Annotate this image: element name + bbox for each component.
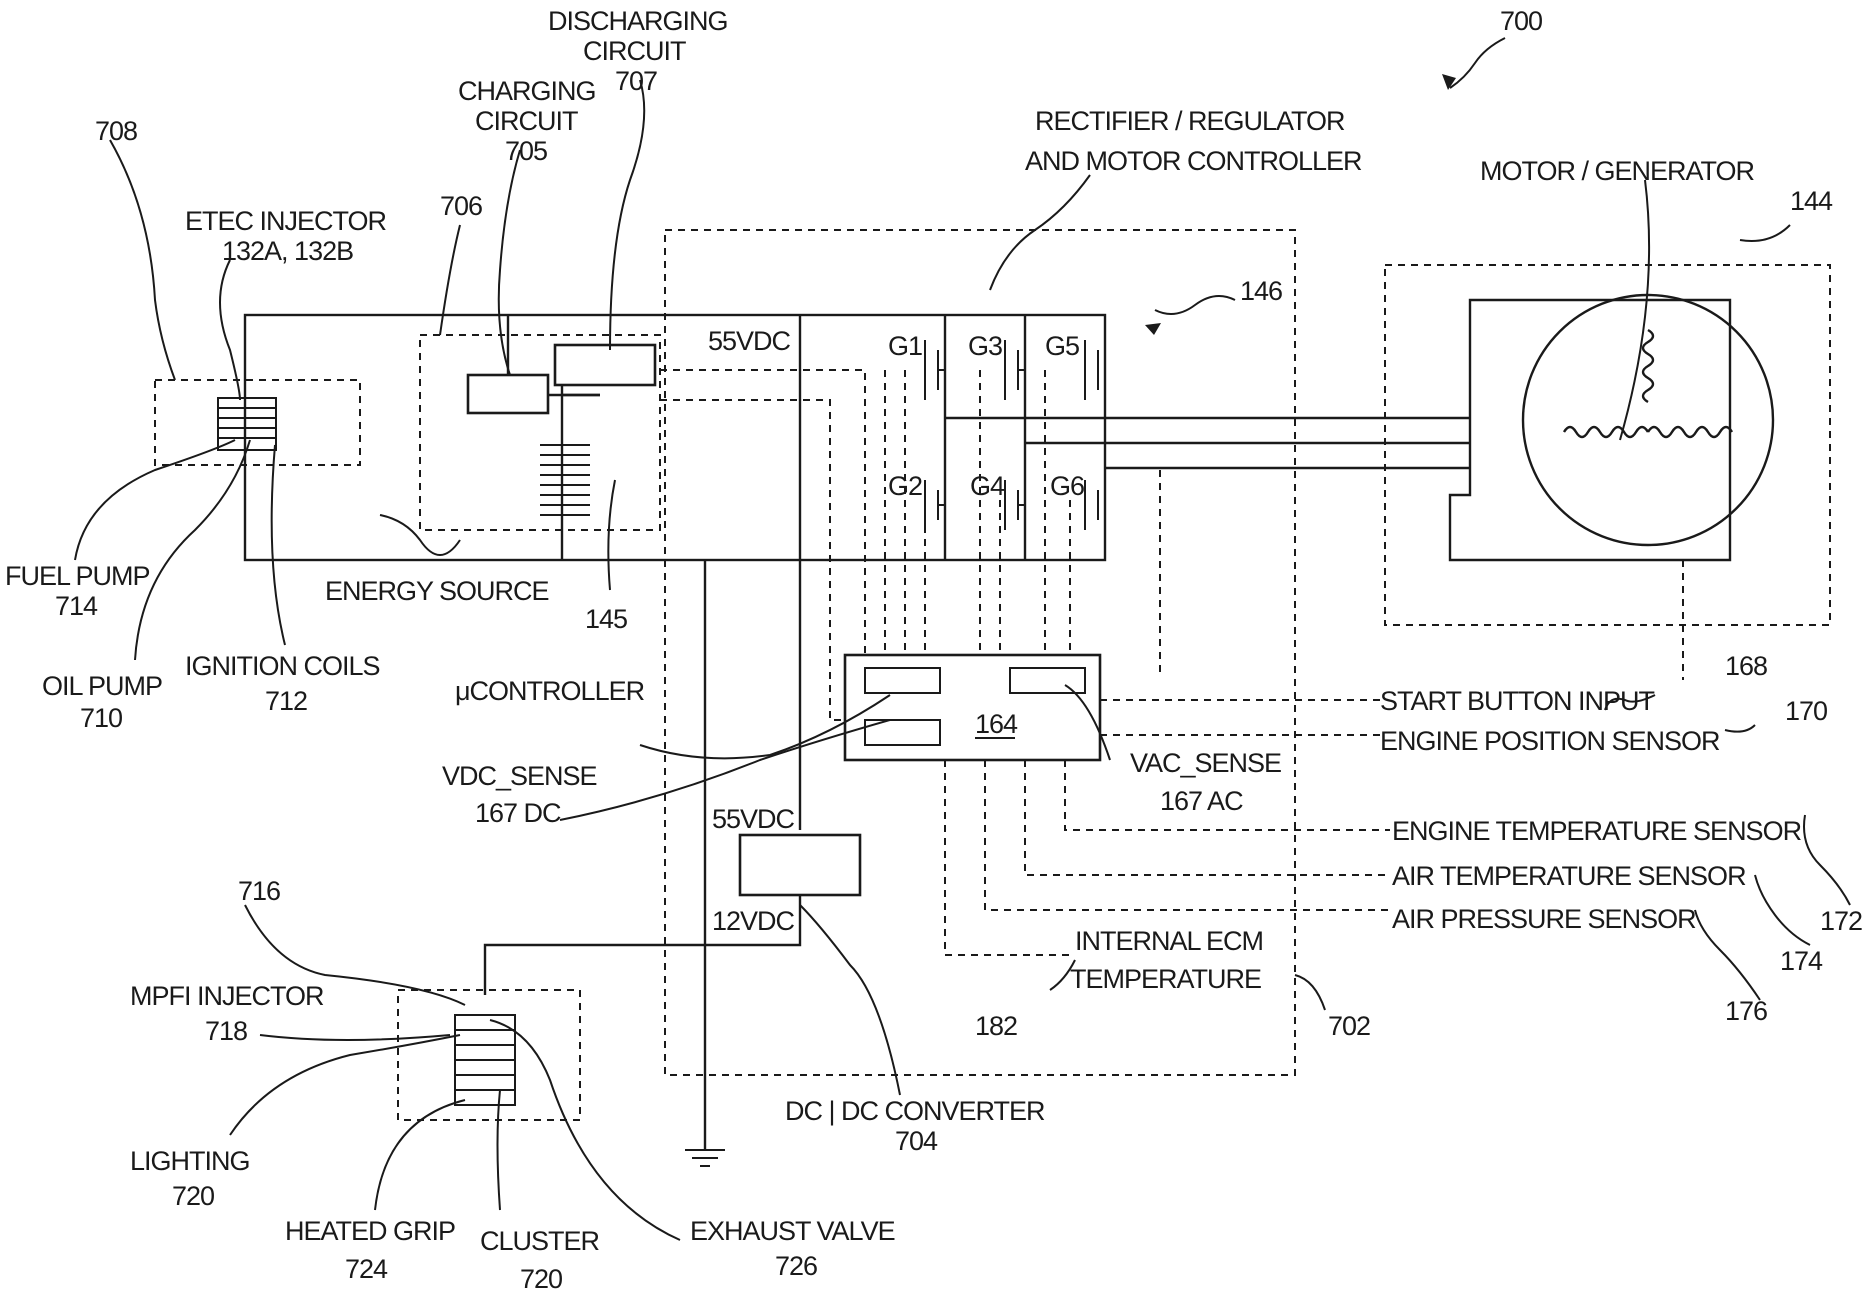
discharging-circuit-box (555, 345, 655, 385)
energy-source-label: ENERGY SOURCE (325, 576, 549, 606)
fuel-pump-ref: 714 (55, 591, 98, 621)
heated-grip-ref: 724 (345, 1254, 388, 1284)
figure-arrowhead (1442, 74, 1456, 90)
engine-position-sensor-label: ENGINE POSITION SENSOR (1380, 726, 1720, 756)
etec-injector-stack (218, 398, 276, 450)
engine-temperature-sensor-label: ENGINE TEMPERATURE SENSOR (1392, 816, 1802, 846)
start-button-ref: 168 (1725, 651, 1767, 681)
dcdc-converter-ref: 704 (895, 1126, 938, 1156)
lighting-label: LIGHTING (130, 1146, 250, 1176)
ground-icon (685, 1150, 725, 1166)
motor-generator-label: MOTOR / GENERATOR (1480, 156, 1755, 186)
converter-input-voltage: 55VDC (712, 804, 795, 834)
stator-winding-c (1648, 427, 1732, 437)
charging-circuit-label-2: CIRCUIT (475, 106, 578, 136)
controller-group-ref: 146 (1240, 276, 1282, 306)
gate-label-g2: G2 (888, 471, 922, 501)
motor-stator (1523, 295, 1773, 545)
etec-group-ref: 708 (95, 116, 137, 146)
microcontroller-group (845, 655, 1100, 760)
stator-winding-a (1643, 330, 1653, 402)
discharging-circuit-ref: 707 (615, 66, 657, 96)
gate-label-g5: G5 (1045, 331, 1079, 361)
gate-label-g3: G3 (968, 331, 1002, 361)
start-button-input-label: START BUTTON INPUT (1380, 686, 1655, 716)
oil-pump-label: OIL PUMP (42, 671, 162, 701)
charging-circuit-box (468, 375, 548, 413)
transistor-g3 (1005, 340, 1025, 400)
internal-ecm-ref: 182 (975, 1011, 1017, 1041)
figure-leader (1450, 38, 1505, 88)
discharging-circuit-label-1: DISCHARGING (548, 6, 728, 36)
transistor-bridge (925, 340, 1098, 530)
fuel-pump-label: FUEL PUMP (5, 561, 150, 591)
motor-group-ref: 144 (1790, 186, 1833, 216)
air-pressure-sensor-label: AIR PRESSURE SENSOR (1392, 904, 1696, 934)
rectifier-label-1: RECTIFIER / REGULATOR (1035, 106, 1345, 136)
internal-ecm-label-1: INTERNAL ECM (1075, 926, 1263, 956)
loads-boundary (398, 990, 580, 1120)
mpfi-injector-label: MPFI INJECTOR (130, 981, 324, 1011)
vac-sense-ref: 167 AC (1160, 786, 1243, 816)
gate-label-g1: G1 (888, 331, 922, 361)
figure-700: 700 (1442, 6, 1542, 90)
vdc-sense-label: VDC_SENSE (442, 761, 597, 791)
air-pressure-ref: 176 (1725, 996, 1767, 1026)
transistor-g2 (925, 480, 945, 530)
microcontroller-ref: 164 (975, 709, 1018, 739)
exhaust-valve-label: EXHAUST VALVE (690, 1216, 895, 1246)
loads-group (398, 990, 580, 1120)
heated-grip-label: HEATED GRIP (285, 1216, 455, 1246)
energy-source-group (420, 335, 660, 530)
cluster-label: CLUSTER (480, 1226, 600, 1256)
transistor-g6 (1085, 480, 1098, 530)
converter-output-voltage: 12VDC (712, 906, 795, 936)
vdc-sense-ref: 167 DC (475, 798, 561, 828)
internal-ecm-label-2: TEMPERATURE (1070, 964, 1261, 994)
phase-bus (945, 418, 1470, 468)
etec-injector-label: ETEC INJECTOR (185, 206, 387, 236)
air-temperature-ref: 174 (1780, 946, 1823, 976)
vac-sense-label: VAC_SENSE (1130, 748, 1281, 778)
air-temperature-sensor-label: AIR TEMPERATURE SENSOR (1392, 861, 1746, 891)
transistor-g4 (1005, 480, 1025, 530)
bus-voltage-top: 55VDC (708, 326, 791, 356)
dcdc-converter-label: DC | DC CONVERTER (785, 1096, 1045, 1126)
etec-injector-ref: 132A, 132B (222, 236, 353, 266)
loads-group-ref: 716 (238, 876, 280, 906)
energy-source-group-ref: 706 (440, 191, 482, 221)
etec-boundary (155, 380, 360, 465)
rectifier-label-2: AND MOTOR CONTROLLER (1025, 146, 1362, 176)
charging-circuit-ref: 705 (505, 136, 547, 166)
battery-cells (540, 445, 590, 515)
figure-number: 700 (1500, 6, 1542, 36)
lighting-ref: 720 (172, 1181, 214, 1211)
ecm-group-ref: 702 (1328, 1011, 1370, 1041)
stator-winding-b (1564, 427, 1648, 437)
charging-circuit-label-1: CHARGING (458, 76, 596, 106)
exhaust-valve-ref: 726 (775, 1251, 817, 1281)
transistor-g5 (1085, 340, 1098, 400)
ignition-coils-label: IGNITION COILS (185, 651, 380, 681)
oil-pump-ref: 710 (80, 703, 122, 733)
text-labels: DISCHARGING CIRCUIT 707 CHARGING CIRCUIT… (5, 6, 1862, 1294)
etec-group (155, 380, 360, 465)
gate-label-g6: G6 (1050, 471, 1084, 501)
ignition-coils-ref: 712 (265, 686, 307, 716)
dcdc-converter-box (740, 835, 860, 895)
motor-generator-group (1385, 265, 1830, 680)
discharging-circuit-label-2: CIRCUIT (583, 36, 686, 66)
microcontroller-label: μCONTROLLER (455, 676, 645, 706)
cluster-ref: 720 (520, 1264, 562, 1294)
engine-position-ref: 170 (1785, 696, 1827, 726)
gate-label-g4: G4 (970, 471, 1005, 501)
motor-boundary (1385, 265, 1830, 625)
mpfi-injector-ref: 718 (205, 1016, 247, 1046)
battery-ref: 145 (585, 604, 627, 634)
transistor-g1 (925, 340, 945, 400)
engine-temperature-ref: 172 (1820, 906, 1862, 936)
